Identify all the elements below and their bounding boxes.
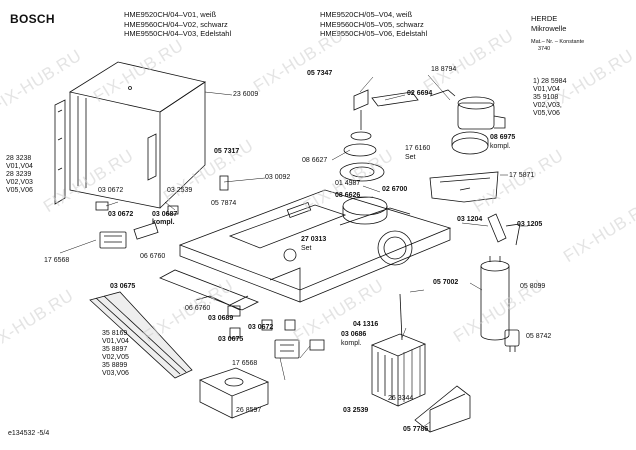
part-label: 26 3344 xyxy=(388,395,414,402)
variant-line: V03,V06 xyxy=(102,370,129,377)
wire-harness xyxy=(195,295,241,311)
subcategory: Mikrowelle xyxy=(531,23,567,33)
category: HERDE xyxy=(531,14,558,23)
base-plate xyxy=(178,189,452,303)
model-line: HME9560CH/04–V02, schwarz xyxy=(124,19,228,29)
fan-housing xyxy=(429,171,499,203)
variant-line: V01,V04 xyxy=(6,163,33,170)
part-label: 05 7786 xyxy=(403,426,429,433)
part-label: 03 0092 xyxy=(265,174,291,181)
variant-line: V02,V03, xyxy=(533,102,562,109)
variant-stack-left-top: 28 3238 V01,V04 28 3239 V02,V03 V05,V06 xyxy=(6,155,33,195)
model-line: HME9520CH/05–V04, weiß xyxy=(320,10,413,19)
variant-line: 35 8897 xyxy=(102,346,128,353)
part-label: 08 6975 xyxy=(490,134,516,141)
terminal-block-bottom xyxy=(274,339,300,359)
variant-line: V05,V06 xyxy=(533,110,560,117)
material-note-value: 3740 xyxy=(538,46,551,52)
model-list-left: HME9520CH/04–V01, weiß HME9560CH/04–V02,… xyxy=(124,10,231,39)
model-list-right: HME9520CH/05–V04, weiß HME9560CH/05–V05,… xyxy=(320,10,427,39)
part-label: 03 0672 xyxy=(98,187,124,194)
variant-line: 35 9108 xyxy=(533,94,559,101)
variant-stack-left-bottom: 35 8169 V01,V04 35 8897 V02,V05 35 8899 … xyxy=(102,330,129,378)
part-label: 08 6627 xyxy=(302,157,328,164)
door-strip xyxy=(89,291,193,379)
stirrer-assembly xyxy=(339,89,419,225)
diode xyxy=(504,329,520,352)
brand-logo: BOSCH xyxy=(10,12,55,26)
part-label: 05 8099 xyxy=(520,283,546,290)
variant-line: V01,V04 xyxy=(102,338,129,345)
part-label: 02 6694 xyxy=(407,90,433,97)
variant-line: V02,V05 xyxy=(102,354,129,361)
part-label: Set xyxy=(405,154,416,161)
part-label: 05 7317 xyxy=(214,148,240,155)
part-label: 05 7002 xyxy=(433,279,459,286)
variant-line: 28 3239 xyxy=(6,171,32,178)
terminal-block-left xyxy=(99,231,127,249)
variant-line: V01,V04 xyxy=(533,86,560,93)
capacitor xyxy=(480,256,510,341)
model-line: HME9560CH/05–V05, schwarz xyxy=(320,19,424,29)
part-label: Set xyxy=(301,245,312,252)
part-label: 03 1205 xyxy=(517,221,543,228)
category-block: HERDE Mikrowelle xyxy=(531,14,566,33)
part-label: 04 1316 xyxy=(353,321,379,328)
magnetron xyxy=(198,367,270,419)
part-label: 03 0672 xyxy=(108,211,134,218)
part-label: 27 0313 xyxy=(301,236,327,243)
part-label: 08 6626 xyxy=(335,192,361,199)
thermal-fuse xyxy=(487,213,521,246)
model-line: HME9550CH/04–V03, Edelstahl xyxy=(124,29,232,38)
part-label: 23 6009 xyxy=(233,91,259,98)
model-line: HME9520CH/04–V01, weiß xyxy=(124,10,217,19)
model-line: HME9550CH/05–V06, Edelstahl xyxy=(320,29,428,38)
part-label: kompl. xyxy=(490,143,511,150)
part-label: 03 0675 xyxy=(218,336,244,343)
part-label: kompl. xyxy=(152,219,175,226)
switch-bar xyxy=(159,269,259,311)
shield-plate xyxy=(414,385,471,433)
variant-line: V02,V03 xyxy=(6,179,33,186)
part-label: 03 2539 xyxy=(167,187,193,194)
small-switches xyxy=(95,175,325,351)
variant-line: 28 3238 xyxy=(6,155,32,162)
material-note: Mat.– Nr. – Konstante xyxy=(531,39,585,45)
housing-cover xyxy=(68,61,206,209)
part-label: 18 8794 xyxy=(431,66,457,73)
drawing-reference: e134532 -5/4 xyxy=(8,430,50,437)
part-label: 03 0675 xyxy=(110,283,136,290)
part-label: 03 0689 xyxy=(208,315,234,322)
part-label: 05 8742 xyxy=(526,333,552,340)
part-label: 03 0672 xyxy=(248,324,274,331)
part-label: 05 7347 xyxy=(307,70,333,77)
part-label: 01 4987 xyxy=(335,180,361,187)
variant-stack-right-top: 1) 28 5984 V01,V04 35 9108 V02,V03, V05,… xyxy=(533,78,566,118)
part-label: 26 8597 xyxy=(236,407,262,414)
part-label: 03 1204 xyxy=(457,216,483,223)
part-label: 02 6700 xyxy=(382,186,408,193)
part-label: 17 5871 xyxy=(509,172,535,179)
part-label: 03 0687 xyxy=(152,211,178,218)
leader-lines xyxy=(59,74,528,428)
variant-line: 35 8169 xyxy=(102,330,128,337)
part-label: 05 7874 xyxy=(211,200,237,207)
part-label: 03 0686 xyxy=(341,331,367,338)
part-label: 03 2539 xyxy=(343,407,369,414)
part-label: 06 6760 xyxy=(140,253,166,260)
variant-line: V05,V06 xyxy=(6,187,33,194)
fan-motor xyxy=(429,89,506,155)
part-label: 17 6568 xyxy=(44,257,70,264)
part-label: 17 6160 xyxy=(405,145,431,152)
part-label: 17 6568 xyxy=(232,360,258,367)
side-rail xyxy=(54,99,66,205)
part-label: kompl. xyxy=(341,340,362,347)
part-label: 06 6760 xyxy=(185,305,211,312)
variant-line: 1) 28 5984 xyxy=(533,78,567,85)
transformer xyxy=(370,333,427,407)
variant-line: 35 8899 xyxy=(102,362,128,369)
wire-lead xyxy=(399,293,403,341)
